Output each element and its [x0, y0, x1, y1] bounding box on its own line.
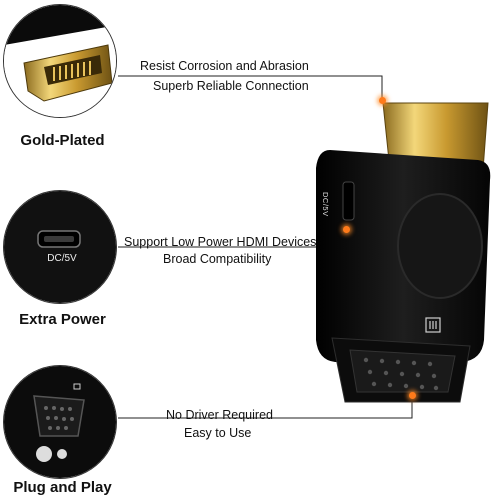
gold-hdmi-closeup — [4, 5, 116, 117]
feature-circle-plug-and-play — [3, 365, 117, 479]
label-power-line2: Broad Compatibility — [163, 252, 272, 266]
caption-gold-plated: Gold-Plated — [20, 132, 105, 149]
indicator-dot-power — [343, 226, 350, 233]
feature-circle-extra-power — [3, 190, 117, 304]
vga-pins — [363, 357, 439, 391]
vga-logo-icon — [425, 317, 441, 333]
micro-usb-closeup — [4, 191, 116, 303]
label-plug-line2: Easy to Use — [184, 426, 252, 440]
indicator-dot-plug — [409, 392, 416, 399]
indicator-dot-gold — [379, 97, 386, 104]
callout-line-gold — [118, 75, 383, 100]
label-power-line1: Support Low Power HDMI Devices — [124, 235, 317, 249]
micro-usb-port — [342, 181, 355, 221]
label-gold-line2: Superb Reliable Connection — [153, 79, 309, 93]
caption-extra-power: Extra Power — [19, 311, 106, 328]
caption-plug-and-play: Plug and Play — [13, 479, 112, 496]
vga-closeup — [4, 366, 116, 478]
feature-circle-gold-plated — [3, 4, 117, 118]
label-gold-line1: Resist Corrosion and Abrasion — [140, 59, 309, 73]
port-label-dc5v: DC/5V — [47, 253, 77, 264]
body-emblem — [397, 193, 483, 299]
callout-line-plug — [118, 396, 413, 419]
vga-port — [349, 349, 456, 393]
label-plug-line1: No Driver Required — [166, 408, 273, 422]
adapter-side-label: DC/5V — [321, 192, 330, 217]
